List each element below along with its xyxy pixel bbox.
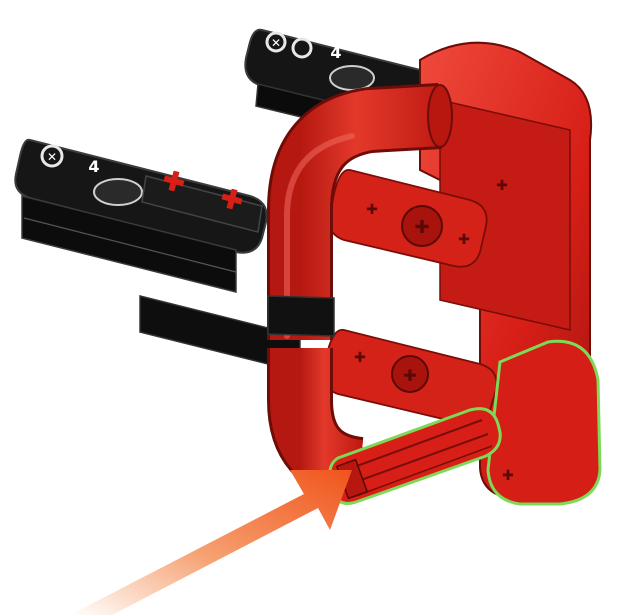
cross-hole-icon: ✚ [502,467,514,483]
cross-hole-icon: ✚ [366,201,378,217]
insertion-arrow-icon [70,470,352,615]
cross-hole-icon: ✚ [354,349,366,365]
cross-hole-icon: ✚ [458,231,470,247]
beam-left-number-label: 4 [88,157,99,176]
red-axle-new-part [330,409,501,504]
cross-hole-icon: ✚ [496,177,508,193]
beam-left-glyph-x: ✕ [47,150,57,164]
beam-top-number-label: 4 [330,43,341,62]
cross-hole-icon: ✚ [403,368,416,385]
black-beam-left: ✕ 4 [15,140,300,372]
beam-top-glyph-x: ✕ [271,36,281,50]
cross-hole-icon: ✚ [414,217,429,237]
